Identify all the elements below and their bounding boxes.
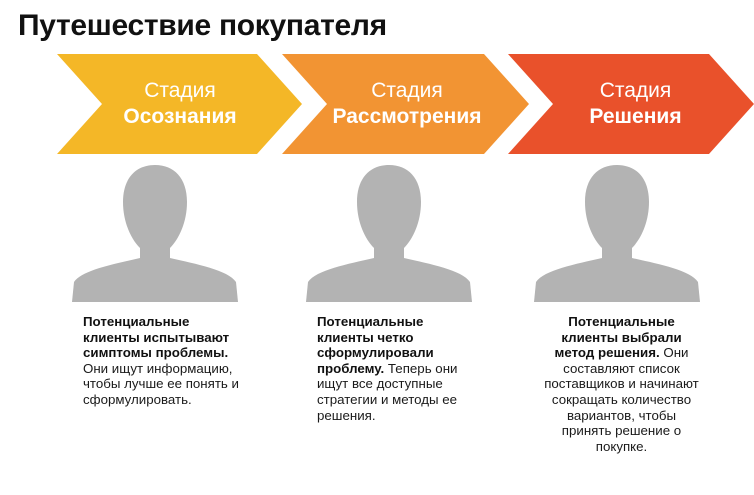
description-text: Теперь они ищут все доступные стратегии … bbox=[317, 360, 458, 423]
stage-decision-description: Потенциальные клиенты выбрали метод реше… bbox=[544, 314, 699, 454]
stage-label-line1: Стадия bbox=[371, 79, 443, 102]
stage-decision-arrow: Стадия Решения bbox=[508, 54, 754, 154]
stage-decision-label: Стадия Решения bbox=[538, 78, 733, 130]
stage-label-line1: Стадия bbox=[599, 79, 672, 102]
chevron-arrow-shape bbox=[57, 54, 302, 154]
stage-consideration-label: Стадия Рассмотрения bbox=[307, 78, 507, 130]
person-silhouette-icon bbox=[534, 162, 700, 302]
stage-awareness-arrow: Стадия Осознания bbox=[57, 54, 302, 154]
description-bold-text: Потенциальные клиенты испытывают симптом… bbox=[83, 314, 230, 361]
description-bold-text: Потенциальные клиенты выбрали метод реше… bbox=[554, 314, 682, 361]
description-text: Они ищут информацию, чтобы лучше ее поня… bbox=[83, 360, 239, 407]
person-silhouette-icon bbox=[72, 162, 238, 302]
chevron-arrow-shape bbox=[508, 54, 754, 154]
description-bold-text: Потенциальные клиенты четко сформулирова… bbox=[317, 314, 434, 376]
stage-consideration-arrow: Стадия Рассмотрения bbox=[282, 54, 529, 154]
stage-awareness-label: Стадия Осознания bbox=[85, 78, 275, 130]
page-title: Путешествие покупателя bbox=[18, 9, 387, 42]
stage-label-line1: Стадия bbox=[144, 79, 216, 102]
stage-awareness-description: Потенциальные клиенты испытывают симптом… bbox=[83, 314, 243, 408]
stage-consideration-description: Потенциальные клиенты четко сформулирова… bbox=[317, 314, 477, 423]
stage-label-name: Решения bbox=[589, 105, 682, 128]
stage-label-name: Рассмотрения bbox=[332, 105, 482, 128]
chevron-arrow-shape bbox=[282, 54, 529, 154]
person-silhouette-icon bbox=[306, 162, 472, 302]
description-text: Они составляют список поставщиков и начи… bbox=[544, 345, 699, 454]
stage-label-name: Осознания bbox=[123, 105, 237, 128]
